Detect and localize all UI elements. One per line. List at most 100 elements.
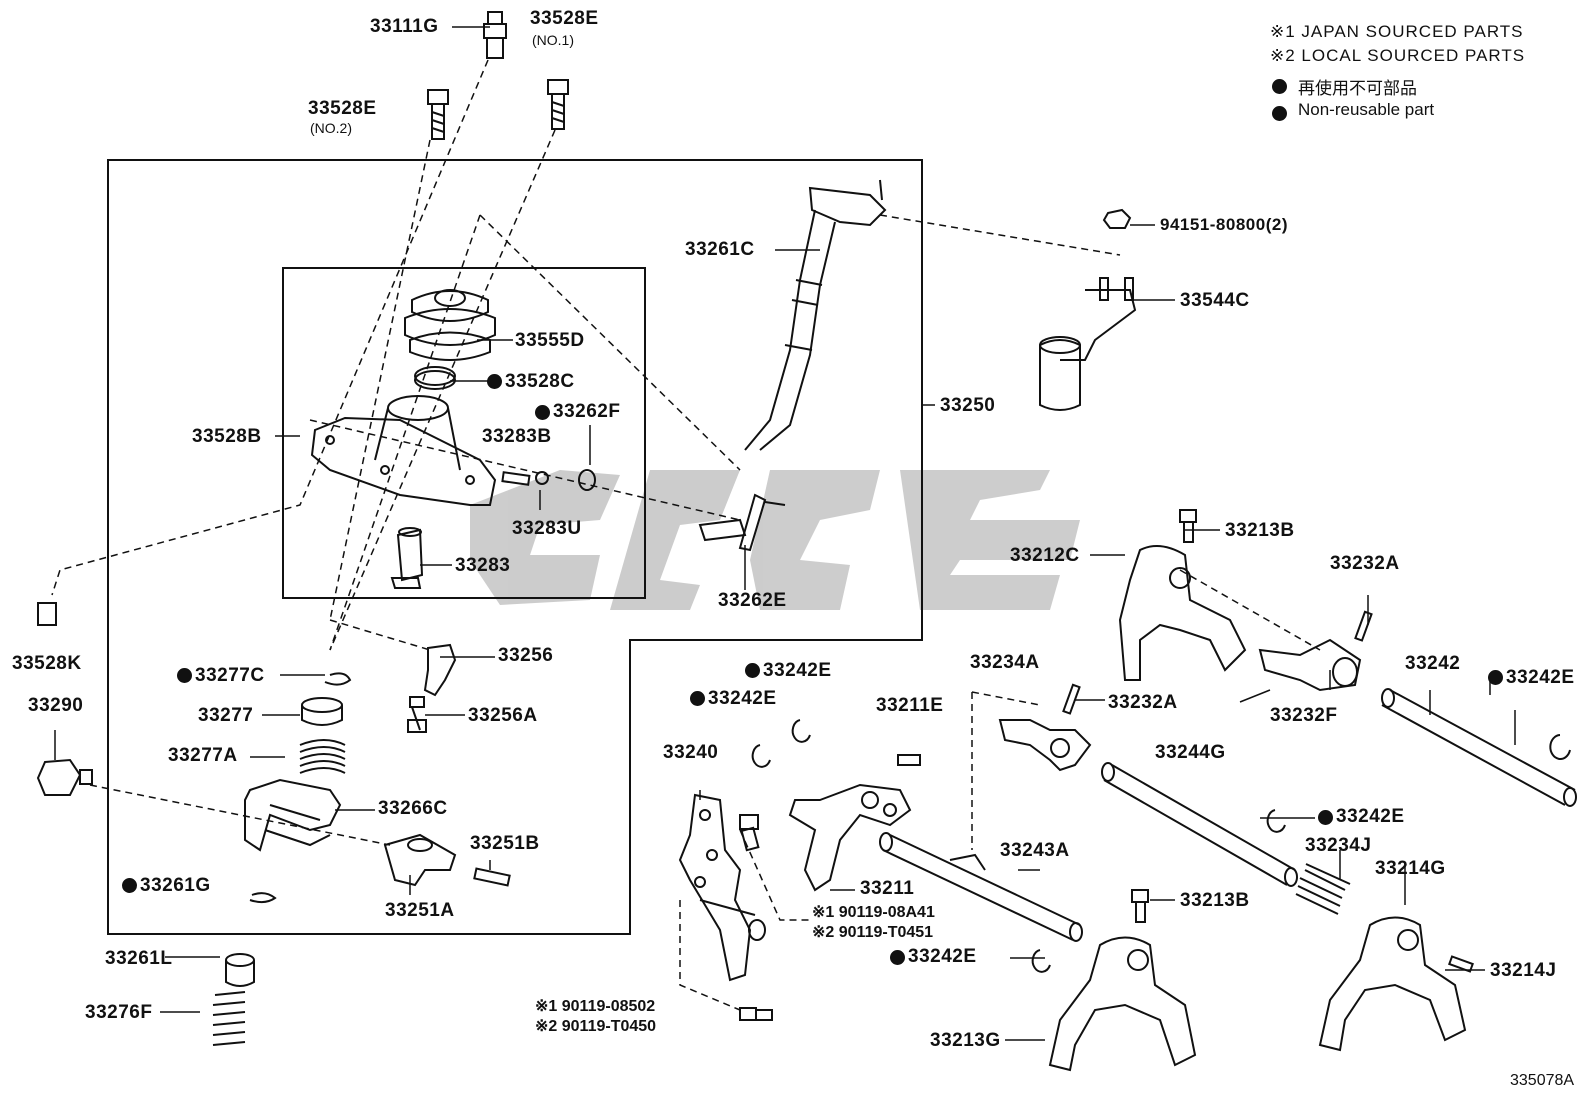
label-33213B-lower[interactable]: 33213B	[1180, 890, 1250, 911]
label-33528K[interactable]: 33528K	[12, 653, 82, 674]
part-90119-08502-bolt	[739, 1007, 773, 1021]
label-33277A[interactable]: 33277A	[168, 745, 238, 766]
part-33242E-clip-c	[1266, 809, 1286, 833]
part-33213B-bolt-upper	[1179, 509, 1197, 543]
label-33283U[interactable]: 33283U	[512, 518, 582, 539]
part-33290-plug	[36, 758, 93, 796]
label-33555D[interactable]: 33555D	[515, 330, 585, 351]
label-33528B[interactable]: 33528B	[192, 426, 262, 447]
label-33251B[interactable]: 33251B	[470, 833, 540, 854]
part-33251A-block	[383, 833, 457, 887]
part-33256-lever	[423, 643, 457, 697]
label-94151-80800[interactable]: 94151-80800(2)	[1160, 215, 1288, 234]
part-33555D-boot	[404, 289, 496, 361]
label-33232A-upper[interactable]: 33232A	[1330, 553, 1400, 574]
label-33528E-no1-note: (NO.1)	[532, 32, 574, 48]
label-33262E[interactable]: 33262E	[718, 590, 787, 611]
label-33212C[interactable]: 33212C	[1010, 545, 1080, 566]
part-33283U-ball	[535, 471, 549, 485]
label-33214G[interactable]: 33214G	[1375, 858, 1446, 879]
label-33276F[interactable]: 33276F	[85, 1002, 153, 1023]
assembly-frame	[107, 159, 923, 935]
label-33528C[interactable]: 33528C	[505, 371, 575, 392]
label-33213G[interactable]: 33213G	[930, 1030, 1001, 1051]
label-33232A-lower[interactable]: 33232A	[1108, 692, 1178, 713]
label-33244G[interactable]: 33244G	[1155, 742, 1226, 763]
part-90119-08A41-bolt	[739, 814, 760, 852]
label-33528E-no2[interactable]: 33528E	[308, 98, 377, 119]
part-33251B-pin	[473, 867, 511, 887]
label-33234J[interactable]: 33234J	[1305, 835, 1372, 856]
label-33251A[interactable]: 33251A	[385, 900, 455, 921]
label-33277C[interactable]: 33277C	[195, 665, 265, 686]
label-33283B[interactable]: 33283B	[482, 426, 552, 447]
part-33528E-no2-bolt	[427, 89, 449, 140]
part-33277-cup	[301, 697, 343, 726]
part-33212C-fork	[1118, 545, 1247, 681]
part-33261C-shaft	[744, 179, 887, 451]
part-33232A-pin-upper	[1354, 610, 1373, 642]
part-33528E-no1-bolt	[547, 79, 569, 130]
label-33111G[interactable]: 33111G	[370, 16, 439, 37]
label-33250[interactable]: 33250	[940, 395, 996, 416]
part-33283B-pin	[501, 471, 531, 486]
label-33242E-c[interactable]: 33242E	[1336, 806, 1405, 827]
part-33261G-clip	[249, 892, 277, 904]
label-33256[interactable]: 33256	[498, 645, 554, 666]
part-33213G-fork	[1048, 936, 1197, 1072]
label-33277[interactable]: 33277	[198, 705, 254, 726]
part-33283-sleeve	[390, 527, 424, 589]
legend-note-japan: ※1 JAPAN SOURCED PARTS	[1270, 22, 1524, 41]
part-33234A-lever	[998, 719, 1092, 772]
label-33243A[interactable]: 33243A	[1000, 840, 1070, 861]
non-reusable-dot-icon	[1272, 79, 1287, 94]
label-33242E-b[interactable]: 33242E	[708, 688, 777, 709]
part-33211E-pin	[897, 754, 921, 766]
part-33528C-ring	[414, 366, 456, 390]
label-33242E-d[interactable]: 33242E	[908, 946, 977, 967]
non-reusable-dot-icon	[1318, 810, 1333, 825]
part-33232F-lever	[1258, 638, 1362, 692]
label-33211E[interactable]: 33211E	[876, 695, 944, 716]
label-33266C[interactable]: 33266C	[378, 798, 448, 819]
label-33290[interactable]: 33290	[28, 695, 84, 716]
part-33242-shaft	[1381, 688, 1577, 807]
part-33234J-spring	[1295, 863, 1351, 915]
non-reusable-dot-icon	[745, 663, 760, 678]
label-90119-08502[interactable]: ※1 90119-08502	[535, 998, 656, 1015]
label-90119-T0450[interactable]: ※2 90119-T0450	[535, 1018, 657, 1035]
label-33240[interactable]: 33240	[663, 742, 719, 763]
label-33261G[interactable]: 33261G	[140, 875, 211, 896]
label-90119-08A41[interactable]: ※1 90119-08A41	[812, 904, 935, 921]
part-33244G-shaft	[1101, 762, 1298, 887]
legend-non-reusable-en: Non-reusable part	[1298, 100, 1435, 119]
legend-non-reusable-jp: 再使用不可部品	[1298, 79, 1417, 98]
part-33213B-bolt-lower	[1131, 889, 1149, 923]
part-33211-lever	[788, 783, 912, 892]
part-33256A-bolt	[407, 696, 427, 733]
non-reusable-dot-icon	[177, 668, 192, 683]
label-33232F[interactable]: 33232F	[1270, 705, 1338, 726]
label-33234A[interactable]: 33234A	[970, 652, 1040, 673]
label-33214J[interactable]: 33214J	[1490, 960, 1557, 981]
label-33242[interactable]: 33242	[1405, 653, 1461, 674]
non-reusable-dot-icon	[1272, 106, 1287, 121]
label-33528E-no1[interactable]: 33528E	[530, 8, 599, 29]
label-33213B-upper[interactable]: 33213B	[1225, 520, 1295, 541]
label-33242E-a[interactable]: 33242E	[763, 660, 832, 681]
part-33240-plate	[678, 793, 766, 982]
non-reusable-dot-icon	[890, 950, 905, 965]
part-33276F-spring	[212, 991, 246, 1046]
label-33261C[interactable]: 33261C	[685, 239, 755, 260]
label-33242E-right[interactable]: 33242E	[1506, 667, 1575, 688]
part-33261L-cap	[225, 953, 255, 987]
label-33262F[interactable]: 33262F	[553, 401, 621, 422]
label-90119-T0451[interactable]: ※2 90119-T0451	[812, 924, 934, 941]
label-33544C[interactable]: 33544C	[1180, 290, 1250, 311]
label-33211[interactable]: 33211	[860, 878, 915, 899]
part-33214G-fork	[1318, 916, 1467, 1052]
label-33261L[interactable]: 33261L	[105, 948, 173, 969]
label-33283[interactable]: 33283	[455, 555, 511, 576]
part-33262E-lever	[698, 493, 786, 552]
label-33256A[interactable]: 33256A	[468, 705, 538, 726]
